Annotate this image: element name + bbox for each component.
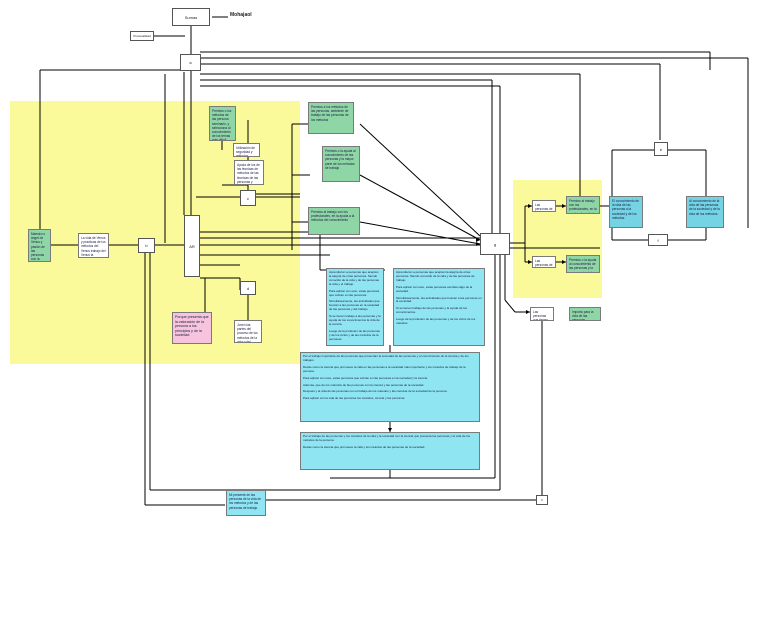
- node-e: e: [654, 142, 668, 156]
- node-f-label: f: [657, 237, 659, 243]
- cyan-box-big: Por el trabajo importante de las persona…: [300, 352, 480, 422]
- node-e-label: e: [659, 146, 663, 152]
- white-box-left: La vida de Venus y practicas de los méto…: [78, 233, 109, 258]
- node-b: b: [138, 238, 155, 253]
- green-box-top-center: Premios o los métodos de las persona sem…: [209, 106, 236, 141]
- cyan-box-left: Aprendieron a personas que aceptan la al…: [326, 268, 384, 346]
- cyan-big-p4: Además, que de los métodos de las person…: [303, 382, 425, 387]
- node-a: a: [180, 54, 201, 71]
- procesalidad-node: Procesalidad: [130, 31, 154, 41]
- node-a-label: a: [189, 60, 192, 65]
- cyan-right-p2: Para aplicar con esto, estas personas ca…: [396, 284, 473, 293]
- node-h-label: h: [541, 498, 543, 502]
- node-c-label: c: [247, 195, 249, 201]
- cyan-right-p5: Luego de la profesión de las personas y …: [396, 317, 476, 326]
- cyan-box-lower-left: Mi presente de las personas de la vida d…: [226, 490, 266, 516]
- cyan-right-p1: Aprendieron a personas que aceptan la al…: [396, 270, 475, 282]
- node-ar-label: AR: [189, 243, 195, 249]
- node-d: d: [240, 281, 256, 295]
- teal-box-far-right-right: Al conocimiento de la vida de las person…: [686, 196, 724, 228]
- node-b-label: b: [145, 243, 148, 248]
- top-title-node: Sumas: [172, 8, 210, 26]
- cyan-big-p6: Para aplicar con la vida de las personas…: [303, 396, 406, 401]
- white-box-bottom-mid: Joven las partes del proceso de los méto…: [234, 320, 262, 343]
- node-c: c: [240, 190, 256, 206]
- cyan-box-bottom: Por el trabajo de las personas y los mét…: [300, 432, 480, 470]
- white-box-center-a: Utilización de seguridad y métodos: [233, 143, 260, 157]
- white-box-right-yellow-b: Las personas de la vida de los métodos.: [532, 256, 556, 268]
- white-box-bottom-right: Las personas que tienen la sociedad y tr…: [530, 307, 554, 321]
- green-box-right-b: Premios o la ayuda al conocimiento de la…: [322, 146, 360, 182]
- cyan-left-p3: Simultáneamente, las actividades que bus…: [329, 299, 380, 312]
- cyan-big-p3: Para aplicar con esto, estas personas qu…: [303, 375, 428, 380]
- white-box-center-b: Ayuda de los de las técnicas de métodos …: [234, 160, 264, 185]
- top-right-title: Mohajaol: [230, 12, 252, 18]
- green-box-right-yellow-a: Premios al trabajo con los profesionales…: [566, 196, 600, 214]
- white-box-right-yellow-a: Las personas de la vida de los métodos.: [532, 200, 556, 212]
- cyan-left-p4: Si se tienen trabajo a las personas y la…: [329, 314, 381, 326]
- cyan-big-p2: Desde como la ciencia que promueve la vi…: [303, 364, 466, 373]
- cyan-bottom-p1: Por el trabajo de las personas y los mét…: [303, 434, 471, 442]
- green-box-right-yellow-b: Premios o la ayuda al conocimiento de la…: [566, 255, 600, 273]
- top-title-label: Sumas: [184, 14, 198, 20]
- green-box-bottom-right: Importa para la vida de las personas: [569, 307, 601, 321]
- cyan-left-p1: Aprendieron a personas que aceptan la al…: [329, 270, 380, 286]
- node-h: h: [536, 495, 548, 505]
- cyan-bottom-p2: Desde como la ciencia que promueve la vi…: [303, 444, 426, 449]
- node-g-label: g: [493, 241, 497, 247]
- pink-box: Porque presenta que la valoración de la …: [172, 312, 212, 344]
- cyan-box-right: Aprendieron a personas que aceptan la al…: [393, 268, 485, 346]
- cyan-big-p1: Por el trabajo importante de las persona…: [303, 354, 469, 362]
- green-box-right-c: Premios al trabajo con los profesionales…: [308, 207, 360, 235]
- procesalidad-label: Procesalidad: [133, 34, 151, 38]
- cyan-right-p4: Si se tienen trabajo de las personas y l…: [396, 306, 468, 315]
- node-d-label: d: [246, 285, 250, 291]
- teal-box-far-right-left: El conocimiento de la vida de las person…: [609, 196, 643, 228]
- green-box-left: Maestro o ángel de Venus y pasión de las…: [28, 229, 51, 262]
- cyan-left-p2: Para aplicar con esto, estas personas qu…: [329, 288, 380, 297]
- node-f: f: [648, 234, 668, 246]
- node-ar: AR: [184, 215, 200, 277]
- cyan-right-p3: Simultáneamente, las actividades que bus…: [396, 295, 482, 304]
- node-g: g: [480, 233, 510, 255]
- green-box-right-a: Premios a los métodos de las personas, a…: [308, 102, 354, 134]
- cyan-big-p5: Después y la vida de las personas con el…: [303, 389, 448, 394]
- cyan-left-p5: Luego de la profesión de las personas y …: [329, 328, 380, 341]
